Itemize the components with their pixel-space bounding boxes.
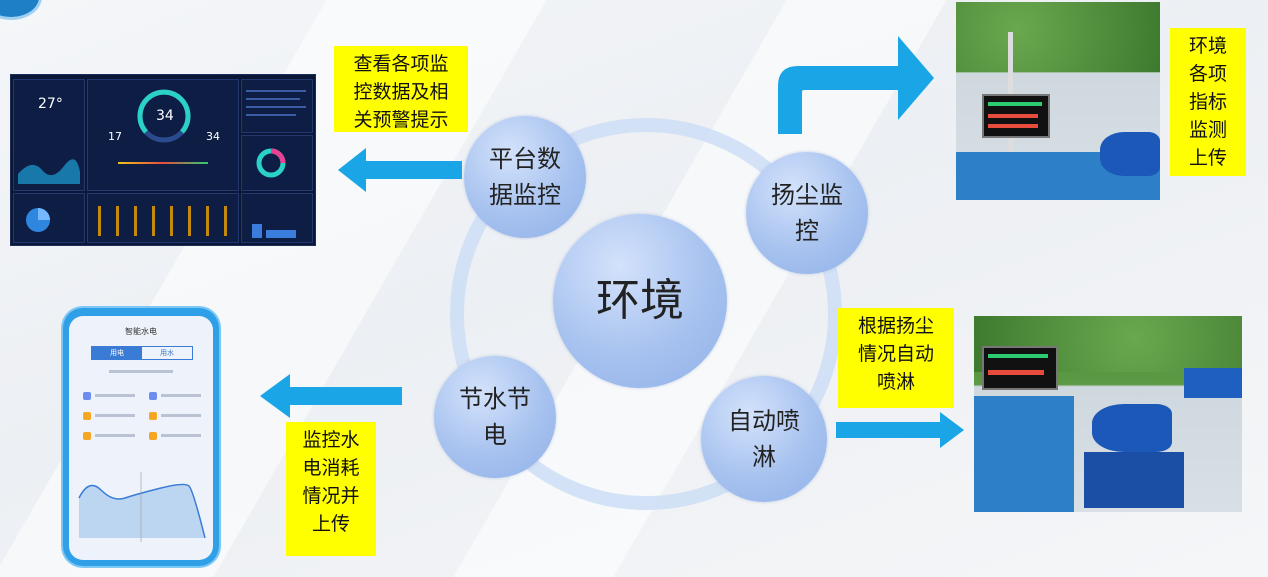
dashboard-screenshot: 27° 34 17 34 <box>10 74 316 246</box>
note-line: 情况自动 <box>857 343 934 365</box>
note-line: 关预警提示 <box>353 109 449 131</box>
phone-toggle: 用电 用水 <box>91 346 193 360</box>
text-placeholder <box>109 370 173 373</box>
bar-strip <box>98 206 228 236</box>
divider <box>246 114 296 116</box>
gauge-left-value: 17 <box>108 130 122 143</box>
fog-cannon <box>1100 132 1160 176</box>
note-line: 各项 <box>1188 63 1227 85</box>
note-line: 环境 <box>1188 35 1227 57</box>
arrow-left-icon <box>260 374 402 418</box>
spray-cannon-photo <box>974 316 1242 512</box>
note-water: 监控水 电消耗 情况并 上传 <box>286 422 376 556</box>
text-placeholder <box>161 434 201 437</box>
phone-tab-left: 用电 <box>92 347 142 359</box>
note-line: 监控水 <box>302 429 360 451</box>
note-line: 电消耗 <box>302 457 360 479</box>
tree-canopy <box>956 2 1160 72</box>
dashboard-panel <box>241 193 313 243</box>
led-row <box>988 124 1038 128</box>
note-line: 情况并 <box>302 485 360 507</box>
note-line: 上传 <box>311 513 350 535</box>
stat-icon <box>83 432 91 440</box>
stat-icon <box>149 392 157 400</box>
tent <box>1184 368 1242 398</box>
gauge-center-value: 34 <box>156 108 174 124</box>
dashboard-panel: 27° <box>13 79 85 191</box>
note-line: 监测 <box>1188 119 1227 141</box>
dashboard-panel <box>241 135 313 191</box>
led-row <box>988 114 1038 118</box>
note-line: 指标 <box>1188 91 1227 113</box>
stat-icon <box>149 412 157 420</box>
node-water-power: 节水节电 <box>434 356 556 478</box>
gauge-right-value: 34 <box>206 130 220 143</box>
center-node: 环境 <box>553 214 727 388</box>
led-row <box>988 370 1044 375</box>
phone-title: 智能水电 <box>125 327 157 336</box>
node-platform-data: 平台数据监控 <box>464 116 586 238</box>
temp-readout: 27° <box>38 96 63 112</box>
bar-block <box>266 230 296 238</box>
phone-screen: 智能水电 用电 用水 <box>69 316 213 560</box>
node-label: 电 <box>483 421 507 449</box>
text-placeholder <box>95 414 135 417</box>
led-row <box>988 102 1042 106</box>
stat-icon <box>149 432 157 440</box>
dust-monitor-photo <box>956 2 1160 200</box>
dashboard-panel <box>13 193 85 243</box>
dashboard-panel <box>87 193 239 243</box>
note-spray: 根据扬尘 情况自动 喷淋 <box>838 308 954 408</box>
node-label: 淋 <box>752 443 776 471</box>
node-auto-spray: 自动喷淋 <box>701 376 827 502</box>
text-placeholder <box>161 414 201 417</box>
note-line: 查看各项监 <box>353 53 449 75</box>
note-line: 控数据及相 <box>353 81 449 103</box>
note-line: 喷淋 <box>876 371 915 393</box>
arrow-up-right-icon <box>778 36 934 134</box>
divider <box>246 106 306 108</box>
node-label: 自动喷 <box>728 407 800 435</box>
divider <box>118 162 208 164</box>
gauge-icon <box>137 89 191 143</box>
arrow-right-icon <box>836 412 964 448</box>
note-line: 根据扬尘 <box>857 315 934 337</box>
node-label: 据监控 <box>489 181 561 209</box>
led-display <box>982 346 1058 390</box>
dashboard-panel: 34 17 34 <box>87 79 239 191</box>
center-label: 环境 <box>596 275 684 326</box>
divider <box>246 98 300 100</box>
stat-icon <box>83 392 91 400</box>
divider <box>246 90 306 92</box>
area-chart-icon <box>18 159 80 184</box>
note-line: 上传 <box>1188 147 1227 169</box>
note-dust: 环境 各项 指标 监测 上传 <box>1170 28 1246 176</box>
phone-tab-right: 用水 <box>160 349 174 357</box>
corner-logo <box>0 0 42 20</box>
pie-chart-icon <box>26 208 50 232</box>
node-label: 节水节 <box>459 385 531 413</box>
dashboard-panel <box>241 79 313 133</box>
text-placeholder <box>95 394 135 397</box>
fog-cannon <box>1092 404 1172 452</box>
node-dust-monitor: 扬尘监控 <box>746 152 868 274</box>
note-platform: 查看各项监 控数据及相 关预警提示 <box>334 46 468 132</box>
donut-chart-icon <box>256 148 286 178</box>
node-label: 控 <box>795 217 819 245</box>
blue-wall <box>974 396 1074 512</box>
node-label: 扬尘监 <box>771 181 843 209</box>
phone-screenshot: 智能水电 用电 用水 <box>63 308 219 566</box>
led-row <box>988 354 1048 358</box>
cannon-cart <box>1084 452 1184 508</box>
arrow-left-icon <box>338 148 462 192</box>
led-display <box>982 94 1050 138</box>
bar-block <box>252 224 262 238</box>
stat-icon <box>83 412 91 420</box>
node-label: 平台数 <box>489 145 561 173</box>
text-placeholder <box>95 434 135 437</box>
area-chart-icon <box>78 472 206 542</box>
text-placeholder <box>161 394 201 397</box>
